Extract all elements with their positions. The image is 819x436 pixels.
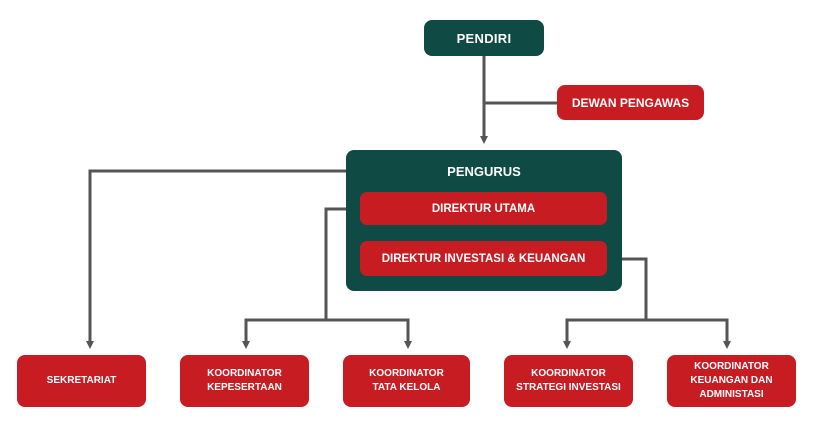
node-direktur-investasi-label: DIREKTUR INVESTASI & KEUANGAN — [381, 252, 586, 265]
node-koordinator-tata-kelola-label: KOORDINATOR TATA KELOLA — [369, 368, 444, 393]
node-pendiri: PENDIRI — [424, 20, 544, 56]
node-dewan-pengawas-label: DEWAN PENGAWAS — [571, 95, 690, 110]
edge-pengurus-sekretariat — [86, 169, 346, 349]
edge-to-keuangan — [646, 318, 731, 349]
edge-to-strategi — [563, 318, 646, 349]
node-koordinator-keuangan: KOORDINATOR KEUANGAN DAN ADMINISTASI — [667, 355, 796, 407]
node-pendiri-label: PENDIRI — [456, 30, 512, 46]
node-koordinator-keuangan-label: KOORDINATOR KEUANGAN DAN ADMINISTASI — [690, 361, 773, 400]
node-direktur-utama-label: DIREKTUR UTAMA — [431, 202, 536, 215]
node-koordinator-strategi: KOORDINATOR STRATEGI INVESTASI — [504, 355, 633, 407]
node-sekretariat-label: SEKRETARIAT — [46, 375, 117, 386]
edge-to-tata-kelola — [326, 318, 412, 349]
node-direktur-investasi: DIREKTUR INVESTASI & KEUANGAN — [360, 241, 607, 276]
node-koordinator-tata-kelola: KOORDINATOR TATA KELOLA — [343, 355, 470, 407]
node-koordinator-kepesertaan: KOORDINATOR KEPESERTAAN — [180, 355, 309, 407]
node-koordinator-strategi-label: KOORDINATOR STRATEGI INVESTASI — [516, 368, 621, 393]
node-direktur-utama: DIREKTUR UTAMA — [360, 192, 607, 225]
node-koordinator-kepesertaan-label: KOORDINATOR KEPESERTAAN — [207, 368, 282, 393]
edge-to-kepesertaan — [242, 318, 326, 349]
node-sekretariat: SEKRETARIAT — [17, 355, 146, 407]
node-pengurus-label: PENGURUS — [447, 164, 521, 179]
node-dewan-pengawas: DEWAN PENGAWAS — [557, 85, 704, 120]
